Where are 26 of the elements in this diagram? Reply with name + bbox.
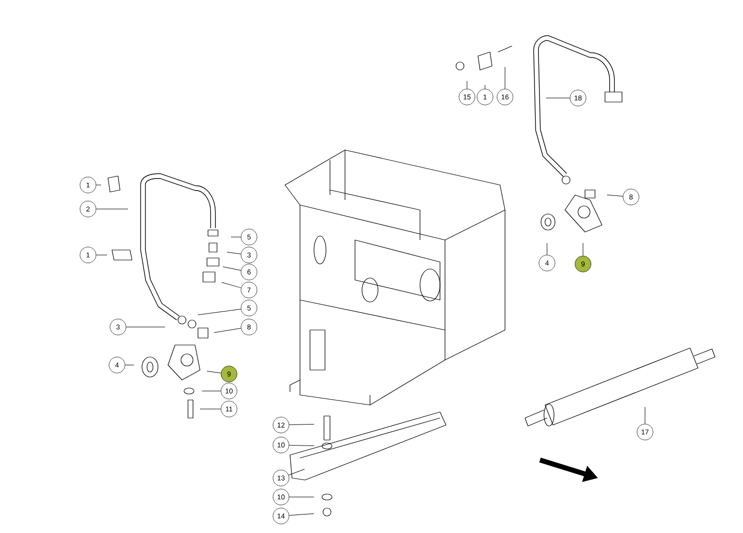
- leader-line: [124, 364, 134, 366]
- leader-line: [96, 208, 128, 210]
- leader-line: [484, 84, 486, 90]
- leader-line: [288, 496, 314, 498]
- leader-line: [96, 254, 108, 256]
- leader-line: [288, 444, 314, 446]
- leader-line: [288, 468, 305, 476]
- leader-line: [288, 513, 314, 516]
- leader-line: [222, 266, 242, 271]
- leader-line: [202, 390, 222, 392]
- leader-line: [466, 80, 468, 90]
- leader-line: [200, 408, 222, 410]
- leader-line: [96, 184, 102, 186]
- leader-line: [221, 282, 242, 288]
- leader-line: [206, 370, 222, 374]
- leader-line: [230, 236, 242, 238]
- leader-line: [198, 308, 242, 316]
- leader-line: [546, 242, 548, 256]
- leader-line: [226, 252, 242, 254]
- leader-line: [644, 406, 646, 424]
- leader-line: [126, 326, 166, 328]
- leader-line: [214, 328, 242, 333]
- leader-line: [504, 66, 506, 90]
- leader-line: [606, 194, 624, 196]
- leader-line: [582, 242, 584, 256]
- leader-line: [288, 424, 314, 426]
